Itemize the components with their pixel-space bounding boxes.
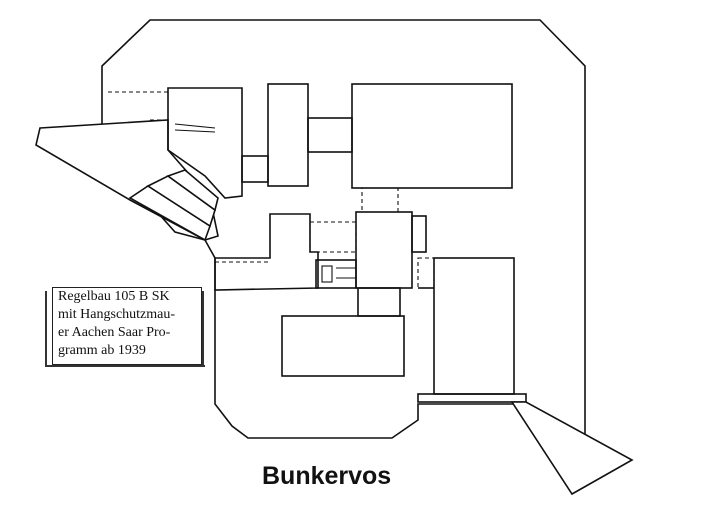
right-room	[433, 257, 515, 395]
label-line: er Aachen Saar Pro-	[58, 325, 171, 340]
middle-room	[267, 83, 309, 187]
label-line: Regelbau 105 B SK	[58, 289, 170, 304]
label-shadow	[45, 291, 47, 367]
outer-wall	[101, 19, 586, 454]
diagram-caption: Bunkervos	[262, 462, 392, 490]
label-shadow	[45, 365, 205, 367]
gas-lock-inner	[321, 265, 333, 283]
central-room	[355, 211, 413, 289]
central-room-side	[411, 215, 427, 253]
slope-wall-cap	[417, 393, 527, 403]
embrasure-step-3	[166, 169, 219, 212]
entrance-door	[309, 221, 357, 253]
label-line: mit Hangschutzmau-	[58, 307, 176, 322]
right-passage	[417, 257, 435, 289]
connector-1	[241, 155, 269, 183]
entrance-block	[214, 213, 319, 291]
combat-room	[167, 87, 243, 199]
connector-2	[361, 187, 399, 213]
bottom-room	[281, 315, 405, 377]
embrasure-slit-2	[174, 129, 216, 133]
label-box	[52, 287, 202, 365]
connector-3	[357, 287, 401, 317]
gas-lock	[315, 259, 357, 289]
label-line: gramm ab 1939	[58, 343, 146, 358]
label-shadow	[202, 291, 204, 367]
label-text: Regelbau 105 B SK mit Hangschutzmau- er …	[58, 288, 200, 360]
big-room	[351, 83, 513, 189]
embrasure-slit	[174, 123, 216, 129]
corridor-1	[307, 117, 353, 153]
slope-protection-wall	[510, 401, 634, 496]
